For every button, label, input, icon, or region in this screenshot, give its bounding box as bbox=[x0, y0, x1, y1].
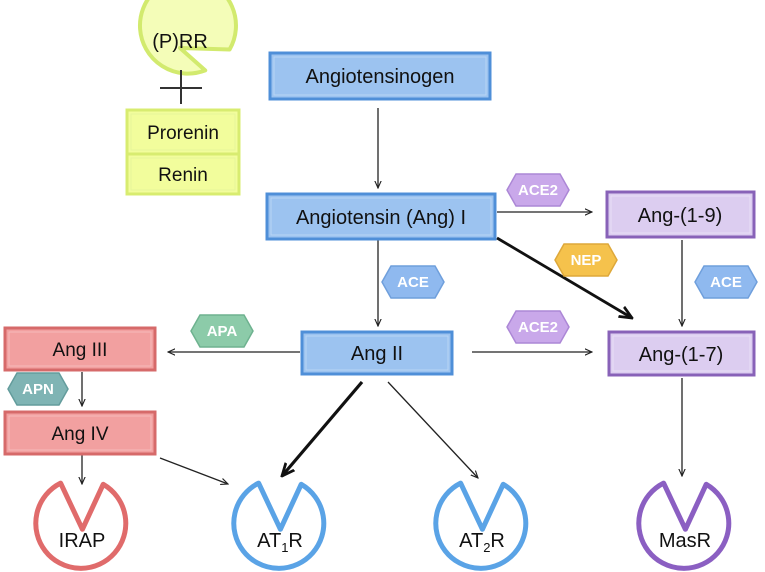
ang-1-7-node: Ang-(1-7) bbox=[607, 330, 756, 377]
renin-box: Renin bbox=[125, 152, 241, 196]
prorenin-box: Prorenin bbox=[125, 108, 241, 156]
irap-receptor: IRAP bbox=[33, 480, 129, 571]
ace-left-label: ACE bbox=[397, 274, 429, 291]
at1r-sub: 1 bbox=[281, 540, 288, 555]
ace2-top-label: ACE2 bbox=[518, 182, 558, 199]
enzyme-apn: APN bbox=[7, 372, 69, 406]
at2r-suffix: R bbox=[490, 530, 504, 552]
renin-label: Renin bbox=[158, 165, 208, 186]
at1r-label: AT1R bbox=[257, 530, 303, 555]
ang-iv-label: Ang IV bbox=[51, 424, 108, 445]
prr-receptor: (P)RR bbox=[137, 0, 238, 104]
at1r-base: AT bbox=[257, 530, 281, 552]
at2r-base: AT bbox=[459, 530, 483, 552]
angiotensinogen-node: Angiotensinogen bbox=[268, 51, 492, 101]
edges bbox=[82, 108, 682, 484]
ang-ii-label: Ang II bbox=[351, 343, 403, 365]
nep-label: NEP bbox=[571, 252, 602, 269]
edge-ang-iv-to-at1r bbox=[159, 457, 228, 484]
enzyme-ace2-top: ACE2 bbox=[506, 173, 570, 207]
prorenin-label: Prorenin bbox=[147, 123, 219, 144]
ang-i-label: Angiotensin (Ang) I bbox=[296, 207, 466, 229]
ang-iv-node: Ang IV bbox=[3, 410, 157, 456]
prr-shape bbox=[137, 0, 238, 76]
enzyme-apa: APA bbox=[190, 314, 254, 348]
enzyme-ace-right: ACE bbox=[694, 265, 758, 299]
edge-ang-ii-to-at2r bbox=[387, 381, 478, 478]
masr-receptor: MasR bbox=[636, 480, 732, 571]
ang-iii-label: Ang III bbox=[53, 340, 108, 361]
apn-label: APN bbox=[22, 381, 54, 398]
irap-label: IRAP bbox=[59, 530, 106, 552]
edge-ang-i-to-ang-1-7 bbox=[496, 236, 632, 318]
apa-label: APA bbox=[207, 323, 238, 340]
at2r-sub: 2 bbox=[483, 540, 490, 555]
ang-ii-node: Ang II bbox=[300, 330, 454, 376]
at2r-receptor: AT2R bbox=[433, 480, 529, 571]
enzyme-ace-left: ACE bbox=[381, 265, 445, 299]
ang-1-9-node: Ang-(1-9) bbox=[605, 190, 756, 239]
angiotensinogen-label: Angiotensinogen bbox=[305, 66, 454, 88]
at1r-suffix: R bbox=[288, 530, 302, 552]
ang-iii-node: Ang III bbox=[3, 326, 157, 372]
ang-i-node: Angiotensin (Ang) I bbox=[265, 192, 497, 241]
enzyme-nep: NEP bbox=[554, 243, 618, 277]
enzyme-ace2-mid: ACE2 bbox=[506, 310, 570, 344]
ace-right-label: ACE bbox=[710, 274, 742, 291]
masr-label: MasR bbox=[659, 530, 711, 552]
at1r-receptor: AT1R bbox=[231, 480, 327, 571]
ace2-mid-label: ACE2 bbox=[518, 319, 558, 336]
ang-1-9-label: Ang-(1-9) bbox=[638, 205, 722, 227]
ang-1-7-label: Ang-(1-7) bbox=[639, 344, 723, 366]
at2r-label: AT2R bbox=[459, 530, 505, 555]
edge-ang-ii-to-at1r bbox=[282, 380, 364, 476]
prr-label: (P)RR bbox=[152, 31, 208, 53]
